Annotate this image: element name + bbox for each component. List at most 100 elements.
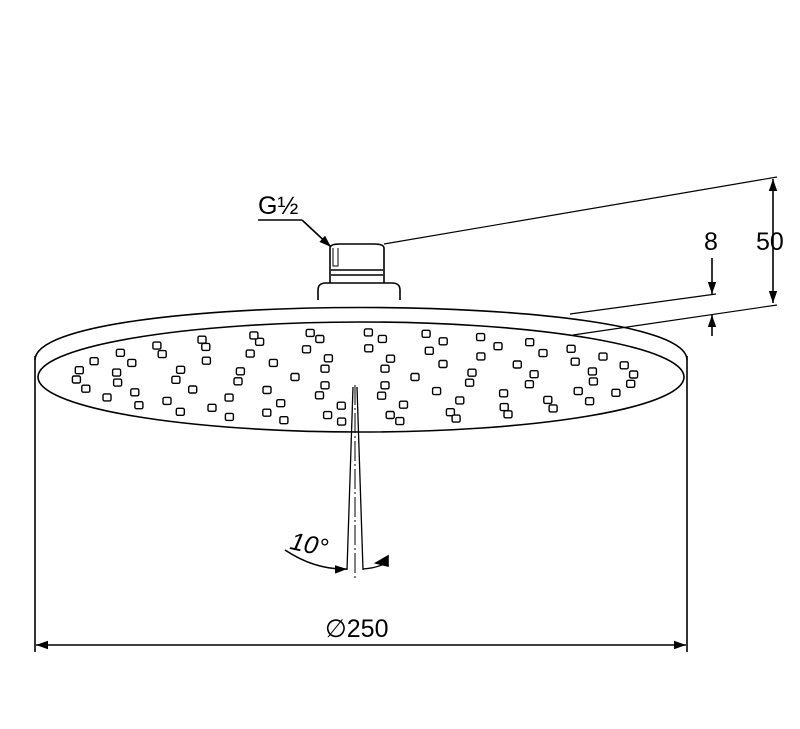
nozzle-icon bbox=[538, 348, 548, 358]
spray-cone-left bbox=[346, 386, 354, 571]
connector-base bbox=[317, 282, 401, 300]
nozzle-icon bbox=[385, 354, 396, 363]
nozzle-icon bbox=[543, 395, 553, 405]
nozzle-icon bbox=[588, 377, 599, 386]
nozzle-icon bbox=[431, 386, 442, 396]
nozzle-icon bbox=[424, 346, 434, 355]
nozzle-icon bbox=[201, 342, 211, 352]
nozzle-icon bbox=[201, 356, 212, 365]
nozzle-icon bbox=[315, 334, 325, 344]
nozzle-icon bbox=[320, 364, 330, 373]
nozzle-icon bbox=[279, 416, 289, 425]
nozzle-icon bbox=[235, 367, 246, 376]
nozzle-icon bbox=[175, 407, 186, 416]
nozzle-icon bbox=[175, 365, 186, 374]
nozzle-icon bbox=[410, 372, 420, 382]
nozzle-icon bbox=[611, 388, 621, 397]
nozzle-icon bbox=[570, 357, 580, 366]
dim-label-50: 50 bbox=[756, 228, 784, 256]
nozzle-icon bbox=[445, 408, 456, 417]
nozzle-icon bbox=[187, 385, 198, 394]
nozzle-icon bbox=[380, 364, 390, 373]
nozzle-icon bbox=[301, 345, 312, 354]
dim-label-diameter: ∅250 bbox=[325, 615, 389, 643]
nozzle-icon bbox=[249, 331, 259, 340]
nozzle-icon bbox=[455, 396, 465, 405]
extension-line bbox=[383, 176, 778, 245]
nozzle-icon bbox=[438, 359, 448, 369]
nozzle-icon bbox=[134, 401, 144, 410]
nozzle-icon bbox=[498, 389, 509, 398]
nozzle-icon bbox=[130, 388, 140, 397]
nozzle-icon bbox=[584, 397, 595, 406]
nozzle-icon bbox=[503, 410, 513, 419]
nozzle-icon bbox=[233, 377, 243, 386]
nozzle-icon bbox=[207, 403, 217, 412]
nozzle-icon bbox=[598, 352, 608, 361]
nozzle-icon bbox=[451, 414, 461, 423]
nozzle-icon bbox=[115, 348, 126, 357]
nozzle-icon bbox=[376, 391, 387, 400]
outer-rim bbox=[34, 306, 688, 361]
nozzle-icon bbox=[314, 391, 325, 400]
nozzle-icon bbox=[89, 357, 99, 366]
nozzle-icon bbox=[74, 366, 85, 375]
extension-line bbox=[569, 293, 717, 315]
nozzle-icon bbox=[254, 337, 265, 346]
nozzle-icon bbox=[512, 360, 522, 369]
nozzle-icon bbox=[475, 332, 486, 342]
nozzle-icon bbox=[385, 410, 395, 420]
nozzle-icon bbox=[438, 337, 448, 346]
nozzle-icon bbox=[112, 378, 123, 387]
nozzle-icon bbox=[305, 328, 315, 338]
dim-label-8: 8 bbox=[704, 228, 718, 256]
nozzle-icon bbox=[525, 338, 535, 347]
nozzle-icon bbox=[421, 329, 431, 338]
nozzle-icon bbox=[499, 402, 509, 412]
nozzle-icon bbox=[157, 349, 167, 359]
nut-flat bbox=[332, 248, 339, 267]
spray-face bbox=[37, 321, 685, 433]
nozzle-icon bbox=[245, 349, 255, 358]
nozzle-icon bbox=[548, 404, 558, 413]
nozzle-icon bbox=[377, 334, 388, 344]
nozzle-icon bbox=[464, 378, 475, 387]
nozzle-icon bbox=[619, 361, 629, 370]
nozzle-icon bbox=[493, 342, 503, 351]
nozzle-icon bbox=[197, 335, 207, 344]
nozzle-icon bbox=[276, 399, 286, 408]
nozzle-icon bbox=[566, 344, 576, 353]
nozzle-icon bbox=[380, 381, 390, 390]
nozzle-icon bbox=[524, 380, 535, 389]
angle-arrow bbox=[373, 554, 389, 568]
nozzle-icon bbox=[587, 367, 598, 376]
dim-label-angle: 10° bbox=[288, 527, 331, 562]
nozzle-icon bbox=[395, 416, 405, 426]
thread-label: G½ bbox=[258, 192, 298, 220]
nozzle-icon bbox=[224, 393, 234, 402]
extension-line bbox=[572, 304, 778, 336]
nozzle-icon bbox=[628, 370, 639, 379]
nozzle-icon bbox=[320, 381, 330, 390]
nozzle-icon bbox=[529, 370, 539, 379]
nozzle-icon bbox=[262, 385, 272, 395]
spray-cone-right bbox=[356, 386, 364, 571]
nozzle-icon bbox=[171, 375, 181, 384]
nozzle-icon bbox=[162, 396, 172, 406]
nozzle-icon bbox=[322, 410, 333, 420]
nozzle-icon bbox=[336, 401, 346, 410]
nozzle-icon bbox=[467, 368, 477, 377]
nozzle-icon bbox=[268, 358, 279, 368]
nozzle-icon bbox=[573, 386, 583, 396]
nozzle-icon bbox=[398, 400, 409, 409]
nozzle-icon bbox=[81, 384, 91, 393]
nozzle-icon bbox=[476, 352, 486, 361]
nozzle-icon bbox=[336, 417, 347, 426]
nozzle-icon bbox=[364, 344, 374, 353]
nozzle-icon bbox=[290, 372, 300, 382]
nozzle-icon bbox=[224, 412, 235, 422]
leader-arrow bbox=[301, 219, 332, 248]
nozzle-icon bbox=[102, 393, 112, 402]
nozzle-icon bbox=[323, 354, 334, 363]
